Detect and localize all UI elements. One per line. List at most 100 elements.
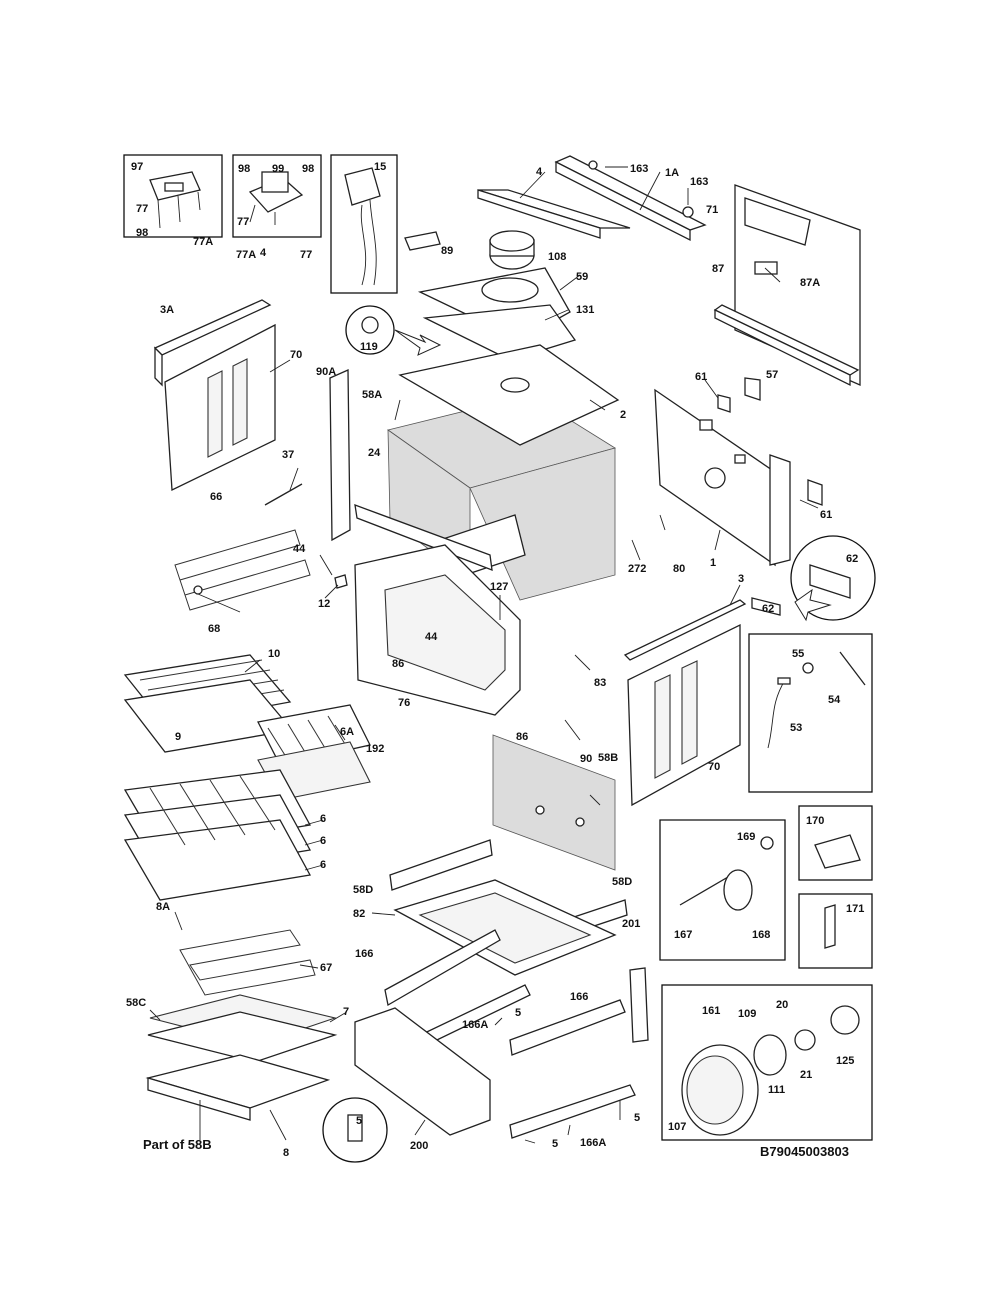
callout-192: 192 — [366, 743, 384, 755]
inset-171-bracket — [798, 893, 873, 969]
callout-3A: 3A — [160, 304, 174, 316]
callout-21: 21 — [800, 1069, 812, 1081]
callout-77: 77 — [300, 249, 312, 261]
inset-convection-fan — [661, 984, 873, 1141]
part-131-plate — [422, 304, 577, 361]
callout-87: 87 — [712, 263, 724, 275]
part-76-door-frame — [354, 544, 521, 716]
callout-86: 86 — [516, 731, 528, 743]
part-8-base — [145, 1054, 331, 1121]
part-7-plate — [147, 1011, 338, 1063]
callout-12: 12 — [318, 598, 330, 610]
part-166-slide-left — [384, 929, 501, 1007]
inset-62-terminal — [751, 535, 876, 622]
callout-37: 37 — [282, 449, 294, 461]
callout-77: 77 — [237, 216, 249, 228]
part-2-top-plate — [398, 344, 620, 446]
inset-55-54-53-sensor — [748, 633, 873, 793]
callout-59: 59 — [576, 271, 588, 283]
callout-labels: 97 98 99 98 77 98 77A 77 77A 4 77 15 4 1… — [126, 161, 864, 1159]
callout-20: 20 — [776, 999, 788, 1011]
callout-166: 166 — [355, 948, 373, 960]
part-82-drawer-frame — [393, 879, 617, 976]
callout-8: 8 — [283, 1147, 289, 1159]
part-1A-top-rail — [554, 155, 707, 242]
callout-111: 111 — [768, 1084, 785, 1096]
part-4-top-rail — [477, 189, 631, 239]
callout-82: 82 — [353, 908, 365, 920]
part-66-broil-element — [174, 529, 311, 611]
callout-109: 109 — [738, 1008, 756, 1020]
diagram-code: B79045003803 — [760, 1144, 849, 1159]
callout-53: 53 — [790, 722, 802, 734]
callout-4: 4 — [260, 247, 267, 259]
callout-98: 98 — [302, 163, 314, 175]
part-108-blower — [489, 230, 535, 270]
inset-5-leg — [322, 1097, 388, 1163]
callout-272: 272 — [628, 563, 646, 575]
callout-168: 168 — [752, 929, 770, 941]
part-201-rail — [629, 967, 649, 1043]
part-57-bracket — [744, 377, 761, 401]
part-6-oven-racks — [123, 769, 312, 901]
callout-5: 5 — [515, 1007, 521, 1019]
callout-6: 6 — [320, 813, 326, 825]
callout-163: 163 — [630, 163, 648, 175]
callout-54: 54 — [828, 694, 841, 706]
callout-58D: 58D — [353, 884, 373, 896]
callout-1A: 1A — [665, 167, 679, 179]
callout-61: 61 — [695, 371, 707, 383]
part-1-back-panel — [654, 388, 791, 567]
callout-90A: 90A — [316, 366, 336, 378]
callout-68: 68 — [208, 623, 220, 635]
callout-58A: 58A — [362, 389, 382, 401]
callout-90: 90 — [580, 753, 592, 765]
callout-6A: 6A — [340, 726, 354, 738]
callout-108: 108 — [548, 251, 566, 263]
callout-6: 6 — [320, 859, 326, 871]
callout-125: 125 — [836, 1055, 854, 1067]
callout-166A: 166A — [462, 1019, 488, 1031]
part-24-trim — [354, 504, 493, 572]
callout-5: 5 — [634, 1112, 640, 1124]
callout-44: 44 — [425, 631, 438, 643]
callout-119: 119 — [360, 341, 378, 353]
callout-166: 166 — [570, 991, 588, 1003]
callout-163: 163 — [690, 176, 708, 188]
callout-44: 44 — [293, 543, 306, 555]
part-12-clip — [334, 574, 348, 589]
callout-7: 7 — [343, 1006, 349, 1018]
part-of-58B-label: Part of 58B — [143, 1137, 212, 1152]
callout-10: 10 — [268, 648, 280, 660]
callout-5: 5 — [552, 1138, 558, 1150]
callout-99: 99 — [272, 163, 284, 175]
callout-161: 161 — [702, 1005, 720, 1017]
callout-55: 55 — [792, 648, 804, 660]
callout-98: 98 — [238, 163, 250, 175]
callout-61: 61 — [820, 509, 832, 521]
callout-9: 9 — [175, 731, 181, 743]
inset-97-terminal-block — [123, 154, 223, 238]
callout-66: 66 — [210, 491, 222, 503]
inset-15-wire-harness — [330, 154, 398, 294]
callout-83: 83 — [594, 677, 606, 689]
part-58B-drawer-back — [492, 734, 616, 871]
part-166-slide-right — [509, 999, 626, 1056]
inset-99-terminal-block — [232, 154, 322, 238]
callout-200: 200 — [410, 1140, 428, 1152]
callout-98: 98 — [136, 227, 148, 239]
callout-6: 6 — [320, 835, 326, 847]
leader-lines — [149, 166, 819, 1144]
part-3-bracket — [623, 599, 747, 661]
part-87-rail — [713, 304, 860, 387]
callout-89: 89 — [441, 245, 453, 257]
callout-67: 67 — [320, 962, 332, 974]
part-37-sensor — [264, 483, 303, 506]
callout-58C: 58C — [126, 997, 146, 1009]
part-3A-bracket — [153, 299, 272, 387]
callout-15: 15 — [374, 161, 386, 173]
callout-201: 201 — [622, 918, 640, 930]
callout-171: 171 — [846, 903, 864, 915]
callout-87A: 87A — [800, 277, 820, 289]
